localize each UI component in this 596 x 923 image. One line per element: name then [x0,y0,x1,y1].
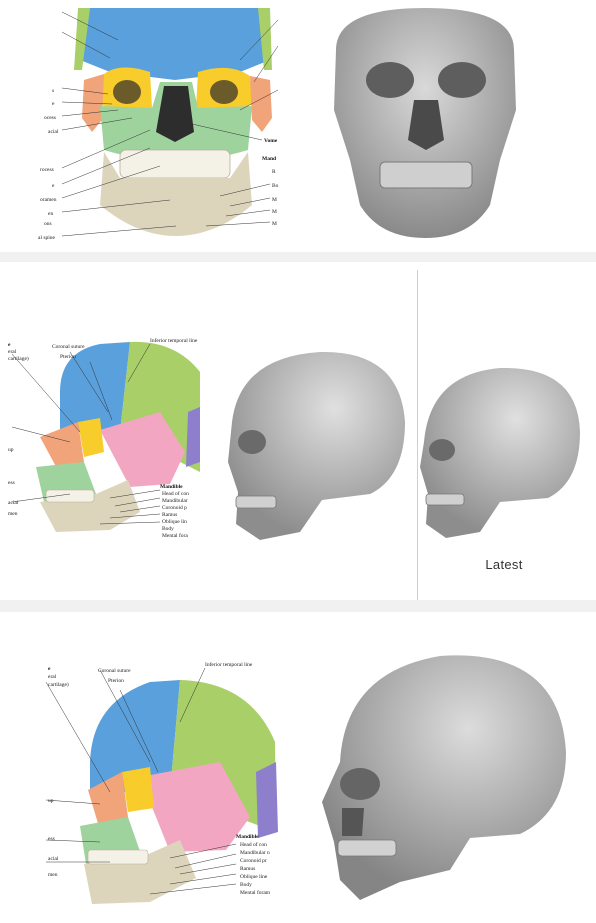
oblique-left-label-6: acial [48,856,59,862]
front-label-right-2: Mand [262,156,276,162]
lateral-left-label-6: acial [8,500,19,506]
latest-caption: Latest [485,557,523,572]
front-render-image [334,8,516,238]
oblique-left-label-5: ess [48,836,55,842]
oblique-teeth [87,849,149,865]
oblique-diagram-illustration: Coronal suture Pterion Inferior temporal… [45,661,278,904]
front-label-right-3: R [272,169,276,175]
oblique-right-label-5: Ramus [240,866,255,872]
lateral-left-label-5: ess [8,480,15,486]
front-label-right-5: M [272,197,277,203]
lateral-render-2-teeth [425,493,465,506]
frontal-bone-region [80,8,270,80]
lateral-left-label-3: cartilage) [8,355,29,362]
oblique-render-orbit [340,768,380,800]
front-label-left-3: ocess [44,115,56,121]
lateral-right-label-4: Coronoid p [162,505,187,511]
front-label-right-4: Bo [272,183,279,189]
lateral-right-label-5: Ramus [162,512,177,518]
front-label-left-8: en [48,211,53,217]
lateral-right-label-3: Mandibular [162,498,188,504]
oblique-render-image [322,655,566,900]
right-orbit-cavity [210,80,238,104]
oblique-left-label-4: up [48,798,54,804]
oblique-render-teeth [337,839,397,857]
front-label-left-5: rocess [40,167,54,173]
lateral-temporal-region [100,412,185,487]
oblique-left-label-2: eral [48,674,57,680]
front-label-right-6: M [272,209,277,215]
lateral-top-label-pterion: Pterion [60,354,76,360]
nasal-cavity [156,86,194,142]
right-zygomatic-region [250,76,272,132]
lateral-frontal-region [60,342,130,432]
front-render-nasal [408,100,444,150]
oblique-top-label-pterion: Pterion [108,678,124,684]
front-label-left-6: e [52,183,55,189]
lateral-render-1-teeth [235,495,277,509]
parietal-bone-left-region [74,8,90,70]
lateral-top-label-coronal: Coronal suture [52,344,85,350]
oblique-right-label-7: Body [240,882,252,888]
vertical-divider [417,270,418,600]
front-label-right-7: M [272,221,277,227]
oblique-right-label-8: Mental foram [240,889,271,896]
oblique-top-label-coronal: Coronal suture [98,668,131,674]
lateral-right-label-7: Body [162,526,174,532]
lateral-right-label-8: Mental fora [162,532,188,539]
front-label-left-4: acial [48,129,59,135]
oblique-left-label-1: e [48,666,51,672]
lateral-render-1-orbit [238,430,266,454]
lateral-right-label-1: Mandible [160,484,183,490]
comparison-row-front-view: s e ocess acial rocess e oramen en ons a… [0,0,596,252]
front-label-left-10: al spine [38,235,56,241]
front-label-left-2: e [52,101,55,107]
lateral-render-2-orbit [429,439,455,461]
lateral-diagram-illustration: Coronal suture Pterion Inferior temporal… [8,337,200,539]
lateral-left-label-7: men [8,511,18,517]
oblique-render-skull [322,655,566,900]
left-orbit-cavity [113,80,141,104]
front-render-right-orbit [438,62,486,98]
front-render-left-orbit [366,62,414,98]
parietal-bone-right-region [258,8,272,70]
lateral-teeth [45,489,95,503]
comparison-row-lateral-view: Coronal suture Pterion Inferior temporal… [0,262,596,600]
lateral-sphenoid-region [78,418,104,457]
lateral-left-label-1: e [8,342,11,348]
oblique-sphenoid-region [122,767,154,812]
lateral-left-label-2: eral [8,349,17,355]
oblique-render-nasal [342,808,364,836]
oblique-left-label-3: cartilage) [48,681,69,688]
lateral-render-skull-1 [228,351,405,540]
oblique-right-label-3: Mandibular n [240,850,270,856]
comparison-row-oblique-view: Coronal suture Pterion Inferior temporal… [0,612,596,923]
front-label-right-1: Vome [264,138,278,144]
lateral-right-label-6: Oblique lin [162,519,187,525]
front-diagram-illustration: s e ocess acial rocess e oramen en ons a… [38,8,279,241]
oblique-zygomatic-region [88,772,128,830]
front-label-left-9: ons [44,221,52,227]
oblique-right-label-2: Head of con [240,841,267,848]
oblique-right-label-6: Oblique line [240,874,268,880]
lateral-left-label-4: up [8,447,14,453]
front-label-left-1: s [52,88,54,94]
oblique-mandible-region [84,840,196,904]
oblique-right-label-1: Mandible [236,834,259,840]
lateral-zygomatic-region [40,422,84,474]
front-render-teeth [379,161,473,189]
oblique-right-label-4: Coronoid pr [240,858,267,864]
oblique-occipital-region [256,762,278,838]
oblique-left-label-7: men [48,872,58,878]
lateral-occipital-region [186,407,200,467]
oblique-frontal-region [90,680,180,792]
lateral-top-label-temporal-line: Inferior temporal line [150,337,198,344]
mandible-region [100,152,252,236]
front-label-left-7: oramen [40,197,57,203]
lateral-mandible-region [40,480,140,532]
lateral-render-images [228,351,580,540]
oblique-temporal-region [140,762,250,852]
lateral-right-label-2: Head of con [162,490,189,497]
oblique-top-label-temporal-line: Inferior temporal line [205,661,253,668]
